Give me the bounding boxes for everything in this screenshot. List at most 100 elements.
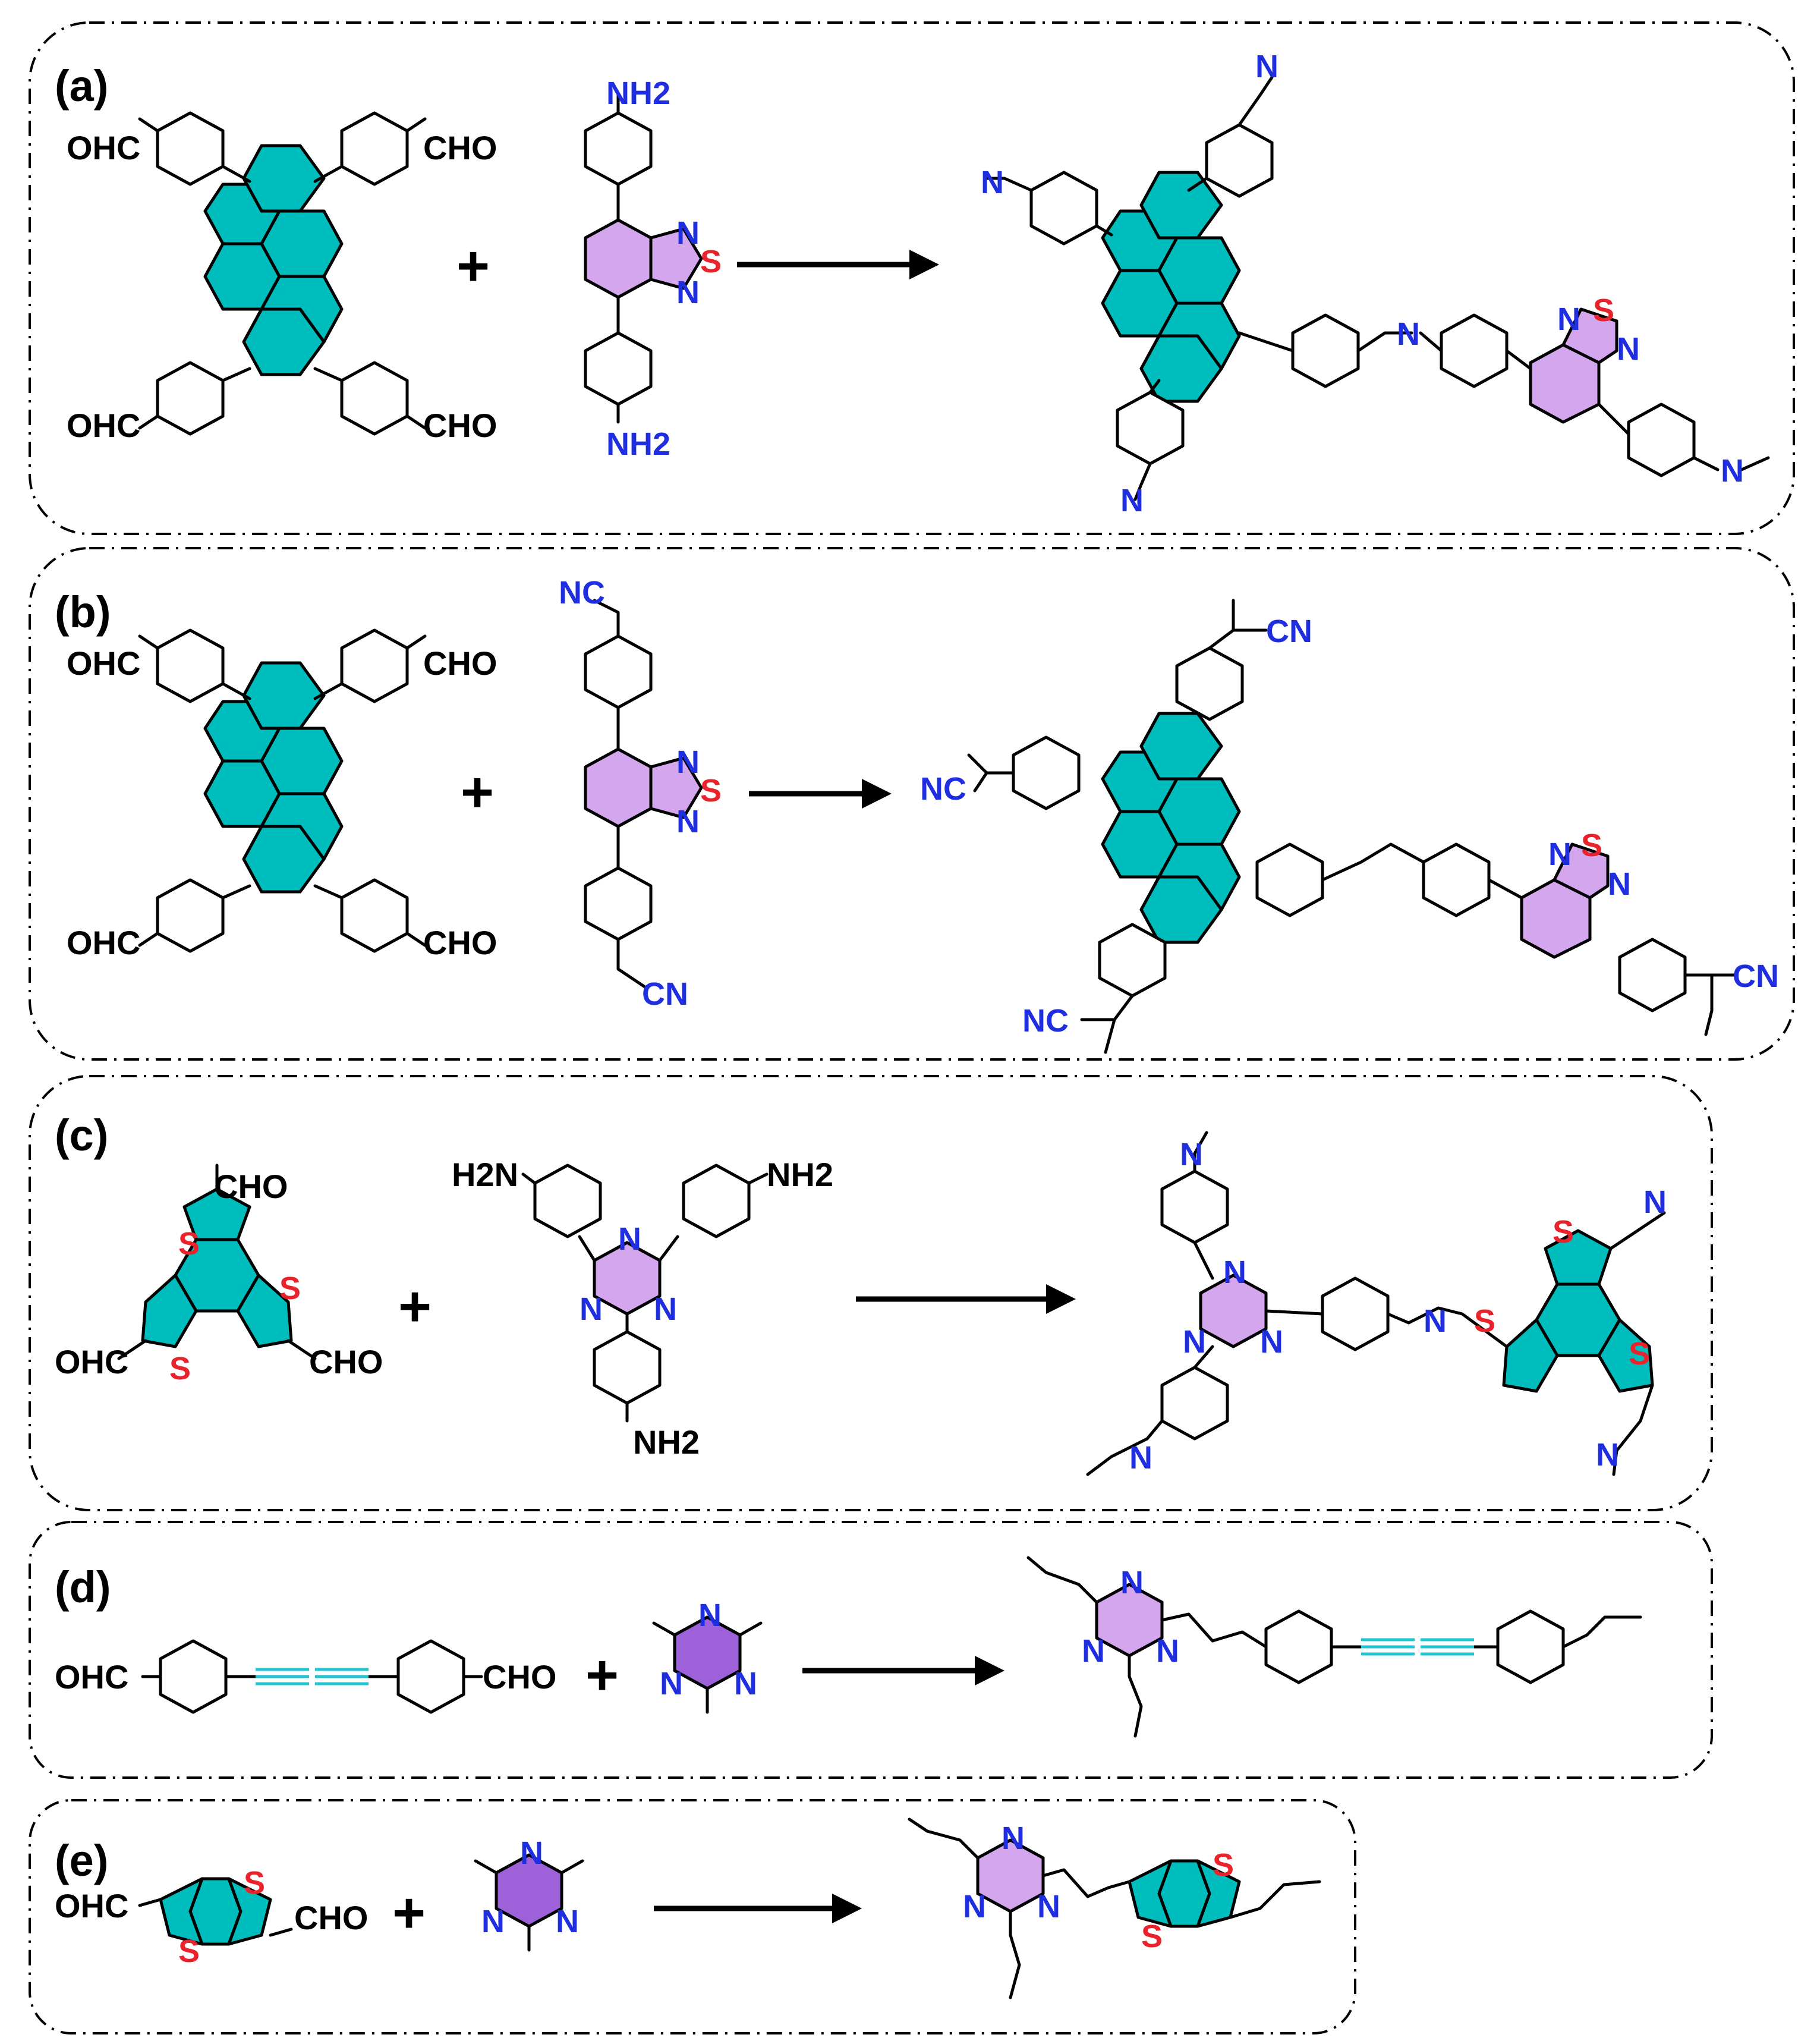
group-ohc: OHC: [55, 1887, 128, 1924]
triazine-n: N: [963, 1889, 986, 1924]
amine-n: NH2: [606, 426, 670, 462]
panel-c-label: (c): [55, 1111, 108, 1160]
group-cho: CHO: [423, 924, 497, 961]
group-ohc: OHC: [55, 1658, 128, 1696]
group-cho: CHO: [294, 1899, 368, 1936]
group-cho: CHO: [423, 644, 497, 682]
triazine-n: N: [520, 1835, 543, 1871]
nitrile-group: CN: [1266, 614, 1312, 649]
nitrile-group: NC: [1022, 1003, 1069, 1039]
ring-n: N: [676, 275, 700, 310]
panel-a-label: (a): [55, 61, 108, 111]
imine-n: N: [1180, 1137, 1203, 1172]
imine-n: N: [1721, 453, 1744, 489]
panel-e-thienothiophene-dialdehyde: OHC CHO S S: [55, 1865, 368, 1969]
group-cho: CHO: [423, 407, 497, 444]
triazine-n: N: [1183, 1324, 1206, 1360]
triazine-n: N: [1082, 1633, 1105, 1669]
ring-n: N: [676, 744, 700, 780]
thiophene-s: S: [1141, 1919, 1163, 1954]
triazine-n: N: [1223, 1254, 1246, 1290]
panel-b-btd-diacetonitrile: NC CN N S N: [559, 575, 722, 1012]
plus-sign: +: [461, 760, 494, 824]
imine-n: N: [1120, 483, 1144, 518]
thiophene-s: S: [178, 1226, 200, 1262]
thiophene-s: S: [244, 1865, 265, 1901]
triazine-n: N: [1037, 1889, 1060, 1924]
group-cho: CHO: [423, 129, 497, 166]
panel-c-frame: [29, 1075, 1713, 1511]
panel-c-thiophene-trialdehyde: CHO OHC CHO S S S: [55, 1163, 383, 1386]
panel-e-frame: [29, 1799, 1356, 2034]
group-ohc: OHC: [67, 407, 140, 444]
group-cho: CHO: [483, 1658, 556, 1696]
panel-b-product-framework: CN NC NC CN N S N: [920, 599, 1779, 1054]
panel-d-product-framework: N N N: [1026, 1556, 1642, 1738]
reaction-arrow: [802, 1656, 1004, 1685]
group-ohc: OHC: [67, 644, 140, 682]
imine-n: N: [1129, 1440, 1152, 1476]
thiophene-s: S: [178, 1933, 200, 1969]
imine-n: N: [1596, 1437, 1619, 1473]
plus-sign: +: [585, 1643, 619, 1707]
amine-group: H2N: [452, 1156, 518, 1193]
panel-a-product-framework: N N N N N N S N: [981, 49, 1770, 518]
nitrile-group: NC: [559, 575, 605, 611]
panel-b-label: (b): [55, 587, 111, 637]
triazine-n: N: [481, 1904, 505, 1939]
triazine-n: N: [698, 1598, 722, 1633]
ring-n: N: [1617, 331, 1640, 367]
thiophene-s: S: [1474, 1303, 1495, 1339]
triazine-n: N: [556, 1904, 579, 1939]
thiophene-s: S: [1629, 1336, 1650, 1372]
imine-n: N: [1643, 1184, 1667, 1220]
panel-e-trimethyl-triazine: N N N: [474, 1835, 584, 1952]
reaction-arrow: [737, 250, 939, 279]
nitrile-group: CN: [1733, 958, 1779, 994]
panel-d-trimethyl-triazine: N N N: [652, 1598, 763, 1714]
panel-e-label: (e): [55, 1836, 108, 1885]
group-cho: CHO: [309, 1343, 383, 1381]
triazine-n: N: [660, 1666, 683, 1702]
group-ohc: OHC: [55, 1343, 128, 1381]
panel-a-btd-diamine: NH2 NH2 N S N: [584, 76, 722, 462]
panel-d-frame: [29, 1521, 1713, 1779]
panel-c-triazine-triamine: H2N NH2 NH2 N N N: [452, 1156, 833, 1461]
amine-group: NH2: [767, 1156, 833, 1193]
panel-b-frame: [29, 547, 1795, 1061]
imine-n: N: [1424, 1303, 1447, 1339]
triazine-n: N: [1120, 1565, 1144, 1600]
plus-sign: +: [456, 234, 490, 298]
reaction-arrow: [654, 1894, 862, 1923]
thiophene-s: S: [279, 1271, 301, 1306]
plus-sign: +: [392, 1881, 426, 1945]
ring-n: N: [1548, 837, 1572, 872]
thiophene-s: S: [169, 1351, 191, 1386]
imine-n: N: [1255, 49, 1278, 84]
amine-n: NH2: [606, 76, 670, 111]
nitrile-group: NC: [920, 771, 966, 807]
triazine-n: N: [734, 1666, 757, 1702]
amine-group: NH2: [633, 1423, 700, 1461]
thiophene-s: S: [1213, 1847, 1234, 1883]
triazine-n: N: [618, 1221, 641, 1257]
nitrile-group: CN: [642, 976, 688, 1012]
reaction-arrow: [856, 1284, 1076, 1314]
ring-s: S: [1593, 293, 1614, 328]
panel-d-label: (d): [55, 1562, 111, 1612]
triazine-n: N: [1260, 1324, 1283, 1360]
panel-c-product-framework: N N N N N N N N S S S: [1086, 1131, 1667, 1476]
panel-a-pyrene-aldehyde: OHC CHO OHC CHO: [67, 111, 497, 444]
ring-n: N: [1557, 301, 1580, 337]
reaction-arrow: [749, 779, 892, 809]
ring-s: S: [1581, 828, 1602, 863]
plus-sign: +: [398, 1275, 432, 1338]
ring-n: N: [1608, 866, 1631, 902]
thiophene-s: S: [1553, 1214, 1574, 1250]
imine-n: N: [1397, 316, 1420, 352]
group-ohc: OHC: [67, 129, 140, 166]
ring-s: S: [700, 773, 722, 809]
panel-d-diyne-dialdehyde: OHC CHO: [55, 1639, 556, 1714]
ring-n: N: [676, 804, 700, 839]
